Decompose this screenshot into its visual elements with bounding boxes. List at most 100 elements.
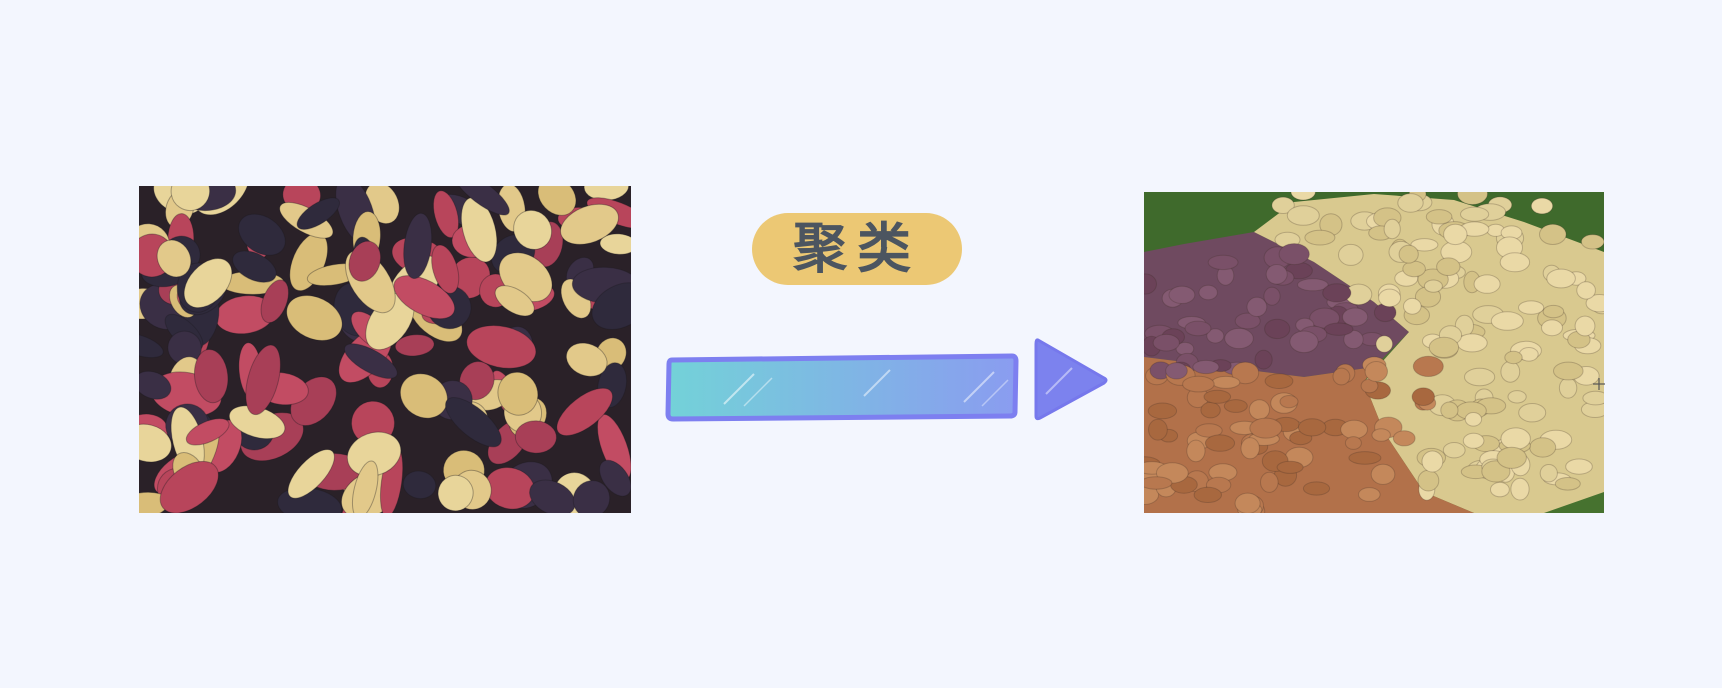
potato: [1500, 360, 1521, 383]
potato: [1371, 428, 1391, 442]
potato: [1344, 436, 1362, 450]
potato: [1290, 192, 1316, 201]
potato: [1184, 320, 1212, 337]
potato: [1248, 399, 1271, 421]
potato: [537, 186, 577, 216]
potato: [1152, 333, 1180, 352]
potato: [1286, 205, 1320, 226]
potato: [1542, 304, 1565, 319]
potato: [460, 196, 498, 263]
mixed-potatoes-image: [139, 186, 631, 513]
potato: [1460, 206, 1490, 222]
potato: [1206, 328, 1225, 344]
potato: [238, 213, 286, 256]
potato: [185, 418, 230, 446]
potato: [1364, 361, 1389, 382]
potato: [394, 334, 435, 357]
potato: [1464, 412, 1483, 427]
potato: [1518, 403, 1547, 423]
potato: [529, 479, 576, 513]
potato: [1554, 477, 1581, 491]
potato: [1234, 312, 1261, 330]
potato: [139, 423, 172, 463]
potato: [432, 190, 460, 239]
potato: [1297, 418, 1327, 437]
potato: [1402, 260, 1426, 278]
potato: [1144, 476, 1173, 490]
potato: [1147, 402, 1178, 420]
potato: [1276, 460, 1304, 474]
potato: [1264, 318, 1291, 340]
potato: [1279, 395, 1299, 409]
potato: [1322, 283, 1352, 303]
potato: [1289, 330, 1319, 354]
potato: [1442, 442, 1466, 459]
potato: [1223, 399, 1248, 413]
potato: [1193, 486, 1222, 503]
potato: [1504, 350, 1523, 365]
potato: [1240, 437, 1260, 460]
potato: [556, 387, 614, 437]
potato: [1500, 427, 1531, 450]
potato: [351, 460, 379, 513]
potato: [287, 449, 335, 499]
potato: [1403, 297, 1422, 315]
potato: [1342, 307, 1369, 327]
potato: [494, 285, 535, 317]
potato: [514, 420, 557, 454]
potato: [1302, 481, 1331, 496]
potato: [1398, 244, 1419, 264]
potato: [1192, 359, 1220, 375]
potato: [1211, 375, 1241, 389]
potato: [1231, 361, 1260, 385]
potato: [1436, 257, 1461, 276]
potato: [1558, 377, 1578, 399]
potato: [1338, 243, 1364, 266]
potato: [1234, 492, 1261, 513]
potato: [1348, 451, 1382, 465]
potato: [1565, 458, 1593, 475]
potato: [1383, 218, 1401, 240]
potato: [1421, 450, 1444, 473]
potato: [1168, 285, 1196, 305]
potato: [1370, 463, 1396, 485]
potato: [1541, 319, 1563, 337]
potato: [1165, 362, 1188, 380]
potato: [1203, 389, 1232, 404]
potato: [1297, 278, 1329, 292]
potato: [1428, 336, 1460, 358]
potato: [232, 250, 277, 283]
potato: [1264, 373, 1294, 390]
potato: [183, 258, 233, 309]
arrow-head: [1034, 338, 1108, 421]
potato: [286, 295, 343, 341]
potato: [1499, 252, 1531, 273]
potato: [1539, 464, 1558, 483]
potato: [1378, 288, 1402, 308]
potato: [1249, 417, 1283, 439]
potato: [437, 474, 474, 512]
potato: [403, 212, 433, 279]
potato: [1323, 322, 1354, 336]
potato: [1392, 430, 1416, 447]
potato: [1473, 274, 1501, 294]
potato: [1423, 279, 1443, 293]
potato: [1530, 197, 1554, 215]
arrow-shaft: [665, 353, 1019, 422]
clustering-label-pill: 聚类: [752, 213, 962, 285]
potato: [1410, 238, 1439, 252]
potato: [1518, 300, 1545, 315]
potato: [1260, 471, 1279, 493]
potato: [245, 344, 281, 416]
potato: [445, 397, 502, 448]
potato: [1263, 286, 1281, 306]
potato: [1207, 254, 1239, 271]
potato: [572, 480, 611, 513]
clustered-potatoes-photo: [1144, 192, 1604, 513]
potato: [1397, 193, 1424, 213]
potato: [453, 186, 510, 216]
clustered-potatoes-image: [1144, 192, 1604, 513]
potato: [1246, 296, 1268, 318]
potato: [1271, 196, 1295, 214]
clustering-label: 聚类: [793, 217, 921, 280]
